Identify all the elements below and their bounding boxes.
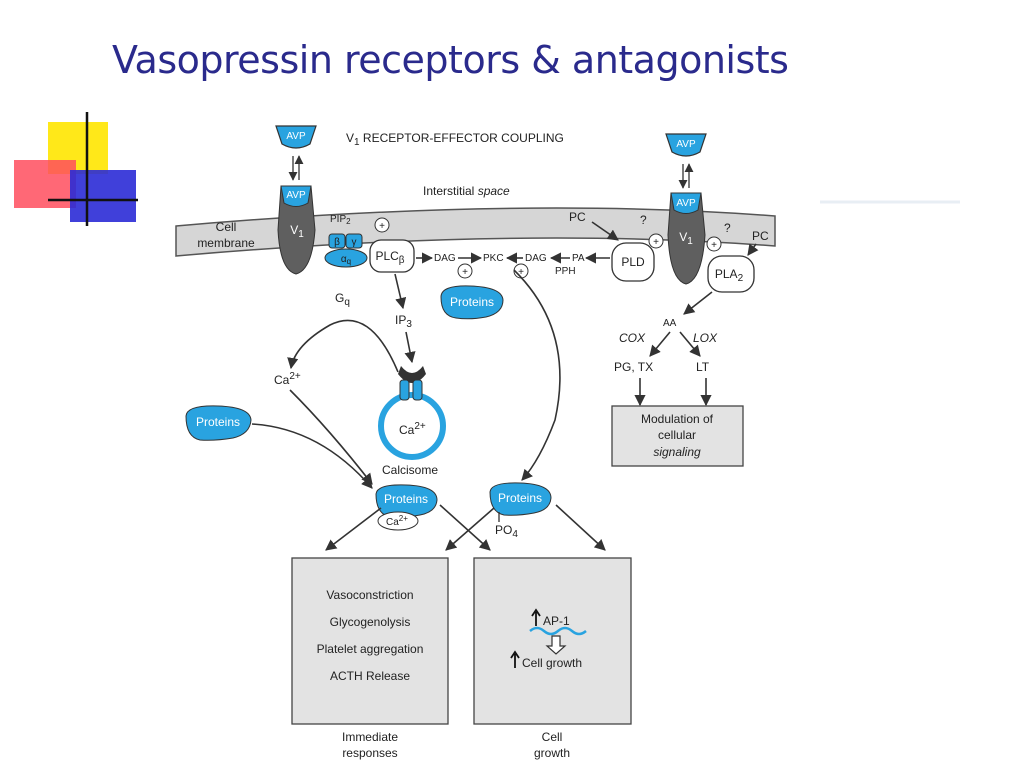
g-alpha-q-subunit [324,248,368,268]
plus-symbol-pla2 [706,236,722,252]
immediate-responses-box [291,557,449,725]
proteins-blob-po4 [489,482,552,516]
pkc-label: PKC [483,253,504,264]
response-acth-release: ACTH Release [330,669,410,683]
ip3-receptor-left [399,379,410,401]
dag-label-1: DAG [434,253,456,264]
bound-avp-label-left: AVP [286,190,306,201]
po4-label: PO4 [495,523,518,540]
avp-ligand-shape-right [665,133,707,157]
modulation-line-3: signaling [653,445,701,459]
response-glycogenolysis: Glycogenolysis [330,615,411,629]
plc-beta-label: PLCβ [375,249,404,266]
plus-symbol-pld [648,233,664,249]
ca-label-calcisome: Ca2+ [399,421,426,437]
modulation-box [611,405,744,467]
ca-bound-ellipse [377,511,419,531]
plus-label-pip2: + [379,221,385,232]
modulation-line-1: Modulation of [641,412,714,426]
g-alpha-q-label: αq [341,254,351,266]
slide-decoration [14,112,960,226]
ip3-receptor-channel [398,366,426,383]
cell-membrane-label-line1: Cell [216,220,237,234]
ca-label-cytosol: Ca2+ [274,371,301,387]
v1-label-right: V1 [679,230,693,247]
pld-label: PLD [621,255,645,269]
proteins-label-pkc: Proteins [450,295,494,309]
dag-label-2: DAG [525,253,547,264]
pip2-label: PIP2 [330,214,351,226]
pc-label-left: PC [569,210,586,224]
v1-receptor-left [277,185,316,275]
plus-label-pld: + [653,237,659,248]
pg-tx-label: PG, TX [614,360,653,374]
modulation-line-2: cellular [658,428,696,442]
cell-membrane-label-line2: membrane [197,236,255,250]
g-gamma-label: γ [352,237,357,248]
plus-symbol-pip2 [374,217,390,233]
up-arrow-growth-icon [510,650,520,668]
cox-label: COX [619,331,646,345]
avp-label-top-right: AVP [676,139,696,150]
pla2-label: PLA2 [715,267,744,284]
aa-label: AA [663,318,677,329]
growth-caption-line1: Cell [542,730,563,744]
plc-beta-node [369,239,415,273]
lt-label: LT [696,360,710,374]
cell-membrane [175,207,776,257]
bound-avp-shape-left [280,185,312,207]
ip3-label: IP3 [395,313,412,330]
pph-label: PPH [555,266,576,277]
pc-label-right: PC [752,229,769,243]
ca-bound-label: Ca2+ [386,514,408,528]
plus-label-pkc-left: + [462,267,468,278]
interstitial-space-label: Interstitial space [423,184,510,198]
growth-caption-line2: growth [534,746,570,760]
calcisome-vesicle [378,392,446,460]
cell-growth-inner-label: Cell growth [522,656,582,670]
question-label-pla2: ? [724,221,731,235]
proteins-blob-pkc [440,285,504,320]
pa-label: PA [572,253,585,264]
proteins-label-po4: Proteins [498,491,542,505]
v1-label-left: V1 [290,223,304,240]
calcisome-label: Calcisome [382,463,438,477]
ap1-label: AP-1 [543,614,570,628]
plus-label-pla2: + [711,240,717,251]
question-label-pld: ? [640,213,647,227]
pla2-node [707,255,755,293]
bound-avp-label-right: AVP [676,198,696,209]
plus-symbol-pkc-left [457,263,473,279]
proteins-blob-left [185,405,252,441]
g-beta-label: β [334,237,340,248]
slide-title: Vasopressin receptors & antagonists [112,38,789,82]
g-beta-subunit [328,233,346,249]
up-arrow-ap1-icon [531,608,541,626]
v1-receptor-right [667,192,706,285]
response-platelet-aggregation: Platelet aggregation [317,642,424,656]
pld-node [611,242,655,282]
g-gamma-subunit [345,233,363,249]
plus-label-pkc-right: + [518,267,524,278]
proteins-label-ca: Proteins [384,492,428,506]
immediate-caption-line2: responses [342,746,397,760]
avp-label-top-left: AVP [286,131,306,142]
proteins-label-left: Proteins [196,415,240,429]
hollow-down-arrow-icon [545,635,567,655]
lox-label: LOX [693,331,718,345]
ip3-receptor-right [412,379,423,401]
gq-label: Gq [335,291,350,308]
immediate-caption-line1: Immediate [342,730,398,744]
bound-avp-shape-right [670,192,702,214]
dna-wave-icon [529,626,587,636]
response-vasoconstriction: Vasoconstriction [326,588,413,602]
diagram-heading: V1 RECEPTOR-EFFECTOR COUPLING [346,131,564,148]
avp-ligand-shape [275,125,317,149]
